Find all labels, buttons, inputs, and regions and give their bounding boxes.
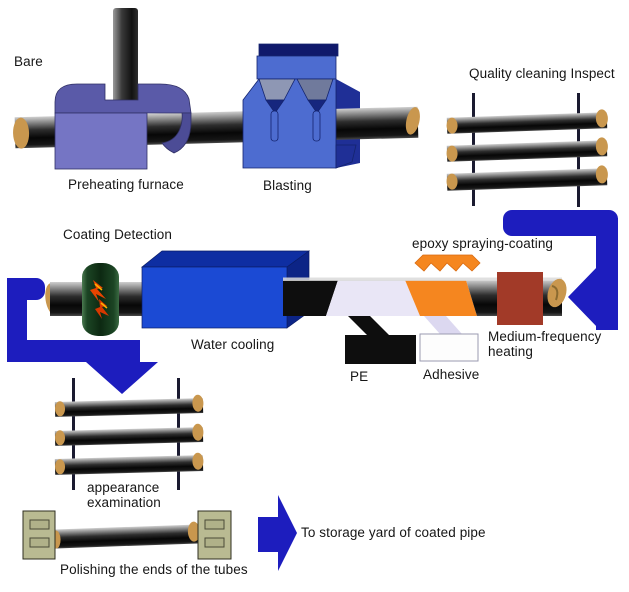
label-coating-detection: Coating Detection [63, 227, 173, 242]
label-polishing: Polishing the ends of the tubes [60, 562, 248, 577]
flow-arrow-to-examination-icon [7, 278, 158, 394]
preheating-furnace [54, 83, 192, 170]
label-pe: PE [350, 369, 369, 384]
polishing-machine-right [197, 510, 232, 560]
label-water-cooling: Water cooling [191, 337, 275, 352]
label-storage: To storage yard of coated pipe [301, 525, 486, 540]
medium-frequency-heater [497, 272, 543, 325]
coating-detector [82, 263, 119, 336]
label-epoxy-spraying: epoxy spraying-coating [412, 236, 554, 251]
flow-arrow-inspect-to-heating-icon [503, 210, 618, 330]
furnace-chimney [113, 8, 138, 106]
pe-extruder [345, 316, 416, 364]
label-blasting: Blasting [263, 178, 312, 193]
epoxy-spray-icon [414, 254, 481, 272]
polishing-pipe [51, 521, 200, 549]
quality-pipe-3 [446, 165, 608, 191]
polishing-station [22, 510, 232, 560]
label-bare: Bare [14, 54, 43, 69]
spark-icon [90, 280, 106, 302]
epoxy-band [405, 280, 477, 316]
adhesive-band [326, 280, 420, 316]
label-appearance-examination: appearance examination [87, 480, 161, 510]
quality-pipe-2 [446, 137, 608, 162]
pe-coating-band [283, 280, 338, 316]
label-preheating-furnace: Preheating furnace [68, 177, 184, 192]
detector-cylinder [82, 263, 119, 336]
quality-pipe-1 [446, 109, 608, 134]
examination-pipe-2 [54, 423, 204, 446]
label-medium-frequency-heating: Medium-frequency heating [488, 329, 602, 359]
examination-pipe-1 [54, 394, 204, 417]
spark-icon [95, 299, 109, 319]
storage-arrow-icon [258, 495, 297, 571]
examination-pipe-3 [54, 452, 204, 475]
blasting-machine [242, 43, 357, 169]
adhesive-applicator [419, 316, 479, 362]
polishing-machine-left [22, 510, 56, 560]
label-adhesive: Adhesive [423, 367, 480, 382]
label-quality-cleaning: Quality cleaning Inspect [469, 66, 615, 81]
